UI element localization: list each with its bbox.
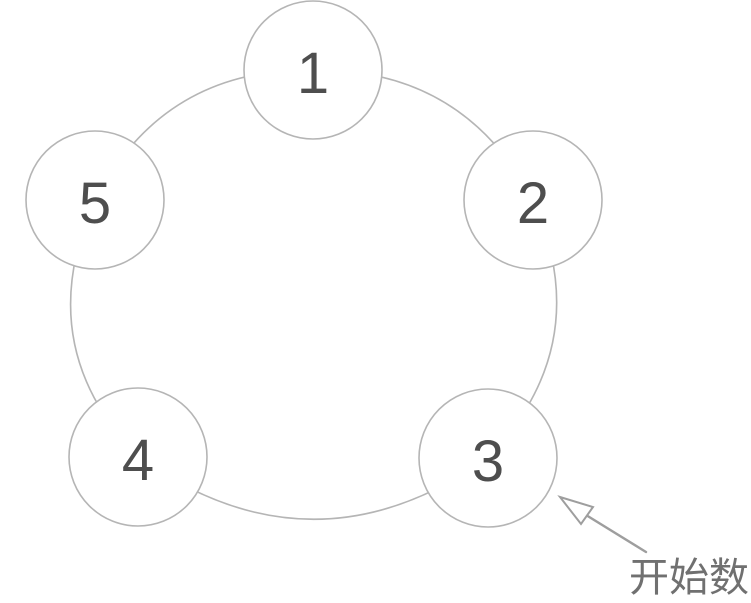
node-label-3: 3: [472, 429, 504, 494]
start-pointer-arrow: [557, 495, 648, 554]
node-label-2: 2: [517, 171, 549, 236]
node-label-5: 5: [79, 171, 111, 236]
node-circle-3: [418, 388, 558, 528]
node-3: 3: [418, 388, 558, 528]
node-label-1: 1: [297, 41, 329, 106]
node-label-4: 4: [122, 428, 154, 493]
node-1: 1: [243, 0, 383, 140]
start-count-label: 开始数: [629, 556, 749, 600]
node-circle-4: [68, 387, 208, 527]
node-5: 5: [25, 130, 165, 270]
node-circle-1: [243, 0, 383, 140]
node-circle-5: [25, 130, 165, 270]
arrow-head-icon: [557, 495, 595, 526]
node-2: 2: [463, 130, 603, 270]
node-4: 4: [68, 387, 208, 527]
node-circle-2: [463, 130, 603, 270]
arrow-shaft: [584, 513, 648, 554]
